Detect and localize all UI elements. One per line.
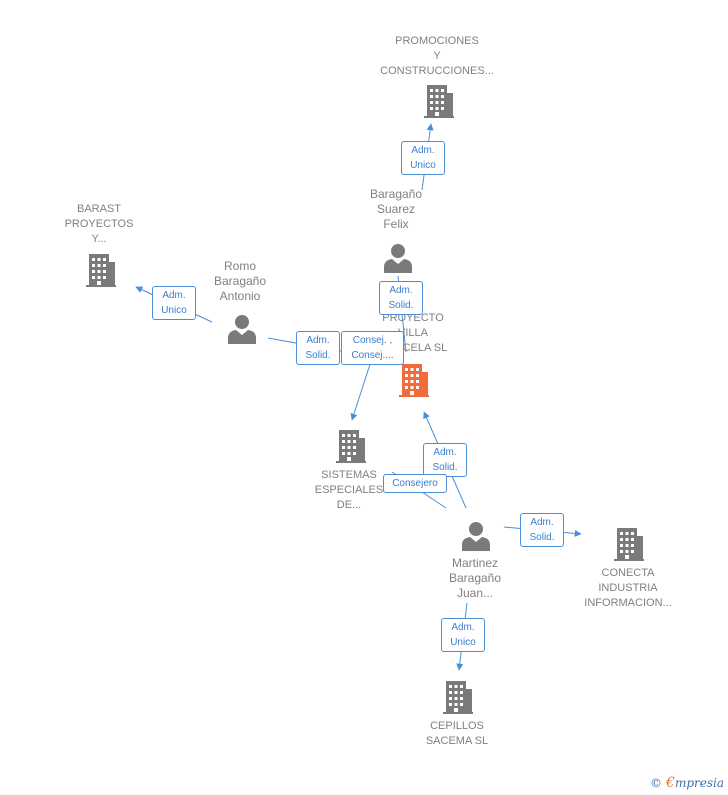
person-icon[interactable] [228,315,256,344]
node-label-sistemas[interactable]: SISTEMAS ESPECIALES DE... [314,469,384,511]
relation-label-martinez-proyecto[interactable]: Adm. Solid. [423,443,467,477]
brand-initial: € [666,775,675,791]
brand-name: mpresia [674,776,724,790]
node-label-martinez[interactable]: Martinez Baragaño Juan... [448,556,502,600]
building-icon[interactable] [443,681,473,714]
building-icon[interactable] [336,430,366,463]
building-icon[interactable] [399,364,429,397]
node-icons [86,85,644,714]
relation-label-romo-barast[interactable]: Adm. Unico [152,286,196,320]
person-icon[interactable] [384,244,412,273]
edge-romo-sistemas [350,357,373,421]
node-label-barast[interactable]: BARAST PROYECTOS Y... [64,203,134,245]
copyright-icon: © [650,776,663,790]
relation-label-martinez-conecta[interactable]: Adm. Solid. [520,513,564,547]
relation-label-martinez-cepillos[interactable]: Adm. Unico [441,618,485,652]
relation-label-martinez-sistemas[interactable]: Consejero [383,474,447,493]
relation-label-romo-proyecto[interactable]: Adm. Solid. [296,331,340,365]
building-icon[interactable] [86,254,116,287]
relation-label-baragano-proyecto[interactable]: Adm. Solid. [379,281,423,315]
relation-label-baragano-promociones[interactable]: Adm. Unico [401,141,445,175]
node-label-baragano[interactable]: Baragaño Suarez Felix [369,187,423,231]
building-icon[interactable] [424,85,454,118]
person-icon[interactable] [462,522,490,551]
building-icon[interactable] [614,528,644,561]
node-label-cepillos[interactable]: CEPILLOS SACEMA SL [425,720,489,747]
relation-label-romo-sistemas[interactable]: Consej. , Consej.... [341,331,404,365]
node-label-promociones[interactable]: PROMOCIONES Y CONSTRUCCIONES... [380,35,494,77]
node-label-romo[interactable]: Romo Baragaño Antonio [213,259,267,303]
brand-logo[interactable]: ©€mpresia [650,775,724,791]
node-label-conecta[interactable]: CONECTA INDUSTRIA INFORMACION... [584,567,672,609]
relationship-lines [135,123,582,671]
